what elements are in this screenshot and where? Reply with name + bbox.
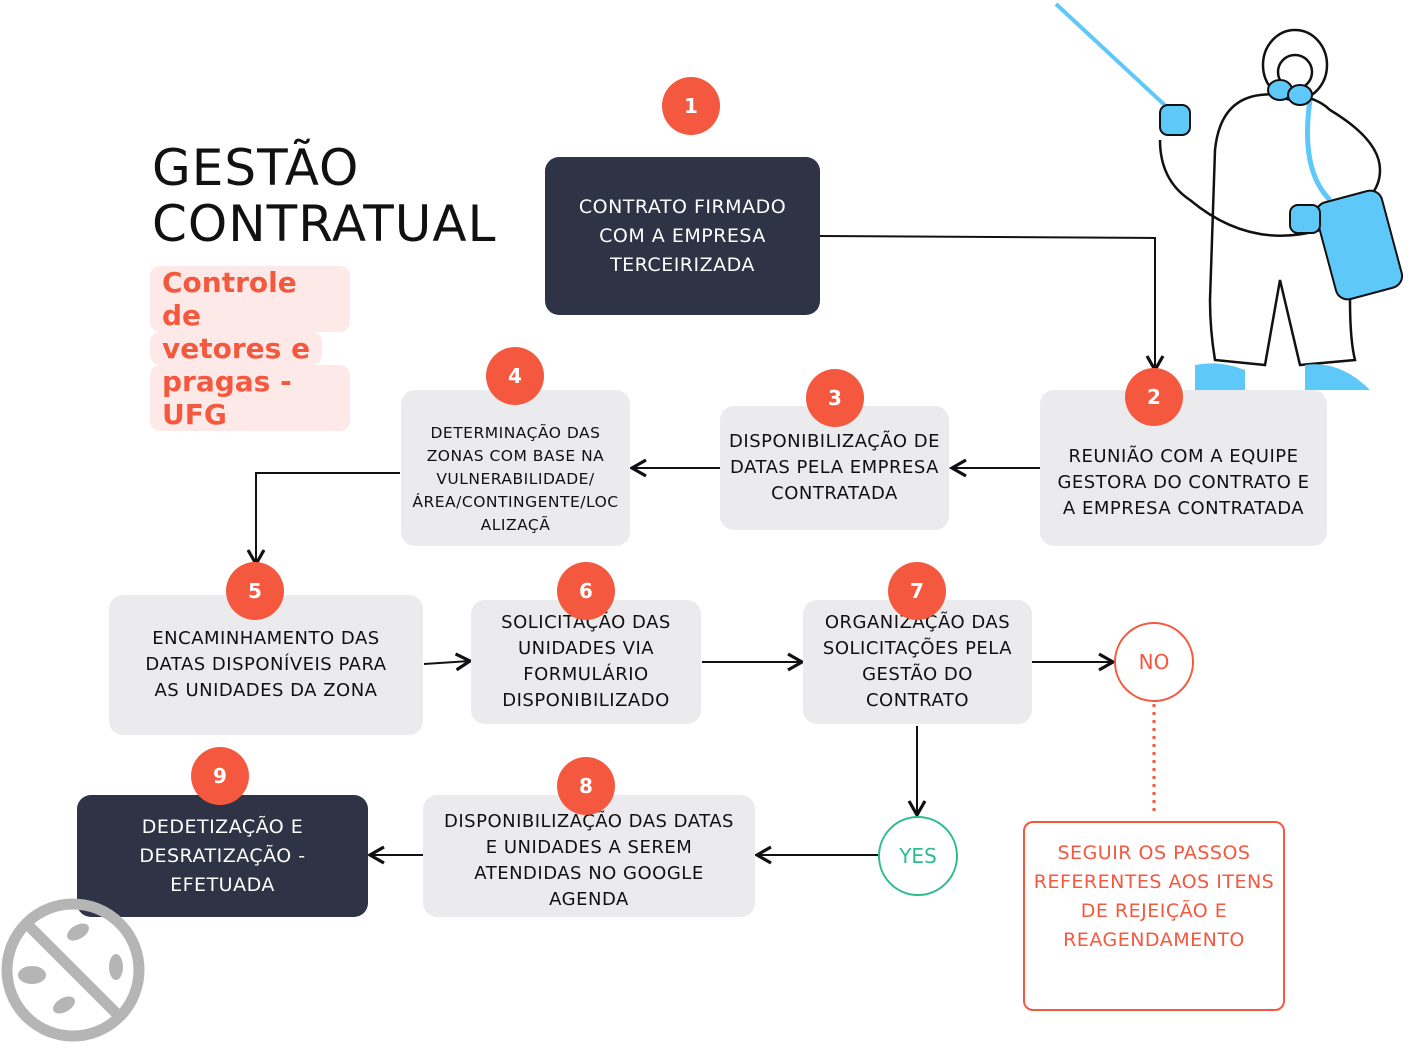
- no-pests-icon: [1, 898, 145, 1042]
- exterminator-illustration-icon: [1054, 2, 1404, 390]
- step-7-badge: 7: [888, 562, 946, 620]
- step-1-badge: 1: [662, 77, 720, 135]
- step-5-badge: 5: [226, 562, 284, 620]
- step-4-box: DETERMINAÇÃO DAS ZONAS COM BASE NA VULNE…: [401, 390, 630, 546]
- arrow-5-to-6: [423, 652, 474, 672]
- step-8-badge: 8: [557, 757, 615, 815]
- step-2-badge: 2: [1125, 368, 1183, 426]
- step-6-box: SOLICITAÇÃO DAS UNIDADES VIA FORMULÁRIO …: [471, 600, 701, 724]
- step-2-box: REUNIÃO COM A EQUIPE GESTORA DO CONTRATO…: [1040, 390, 1327, 546]
- arrow-1-to-2: [819, 235, 1165, 374]
- step-8-box: DISPONIBILIZAÇÃO DAS DATAS E UNIDADES A …: [423, 795, 755, 917]
- step-1-box: CONTRATO FIRMADO COM A EMPRESA TERCEIRIZ…: [545, 157, 820, 315]
- arrow-4-to-5: [246, 472, 400, 568]
- subtitle: Controle de vetores e pragas - UFG: [150, 266, 350, 431]
- decision-yes: YES: [878, 816, 958, 896]
- step-9-box: DEDETIZAÇÃO E DESRATIZAÇÃO - EFETUADA: [77, 795, 368, 917]
- step-9-badge: 9: [191, 747, 249, 805]
- step-3-badge: 3: [806, 369, 864, 427]
- step-5-box: ENCAMINHAMENTO DAS DATAS DISPONÍVEIS PAR…: [109, 595, 423, 735]
- step-6-badge: 6: [557, 562, 615, 620]
- rejection-note: SEGUIR OS PASSOS REFERENTES AOS ITENS DE…: [1023, 821, 1285, 1011]
- step-7-box: ORGANIZAÇÃO DAS SOLICITAÇÕES PELA GESTÃO…: [803, 600, 1032, 724]
- page-title: GESTÃO CONTRATUAL: [152, 139, 497, 253]
- step-4-badge: 4: [486, 347, 544, 405]
- decision-no: NO: [1114, 622, 1194, 702]
